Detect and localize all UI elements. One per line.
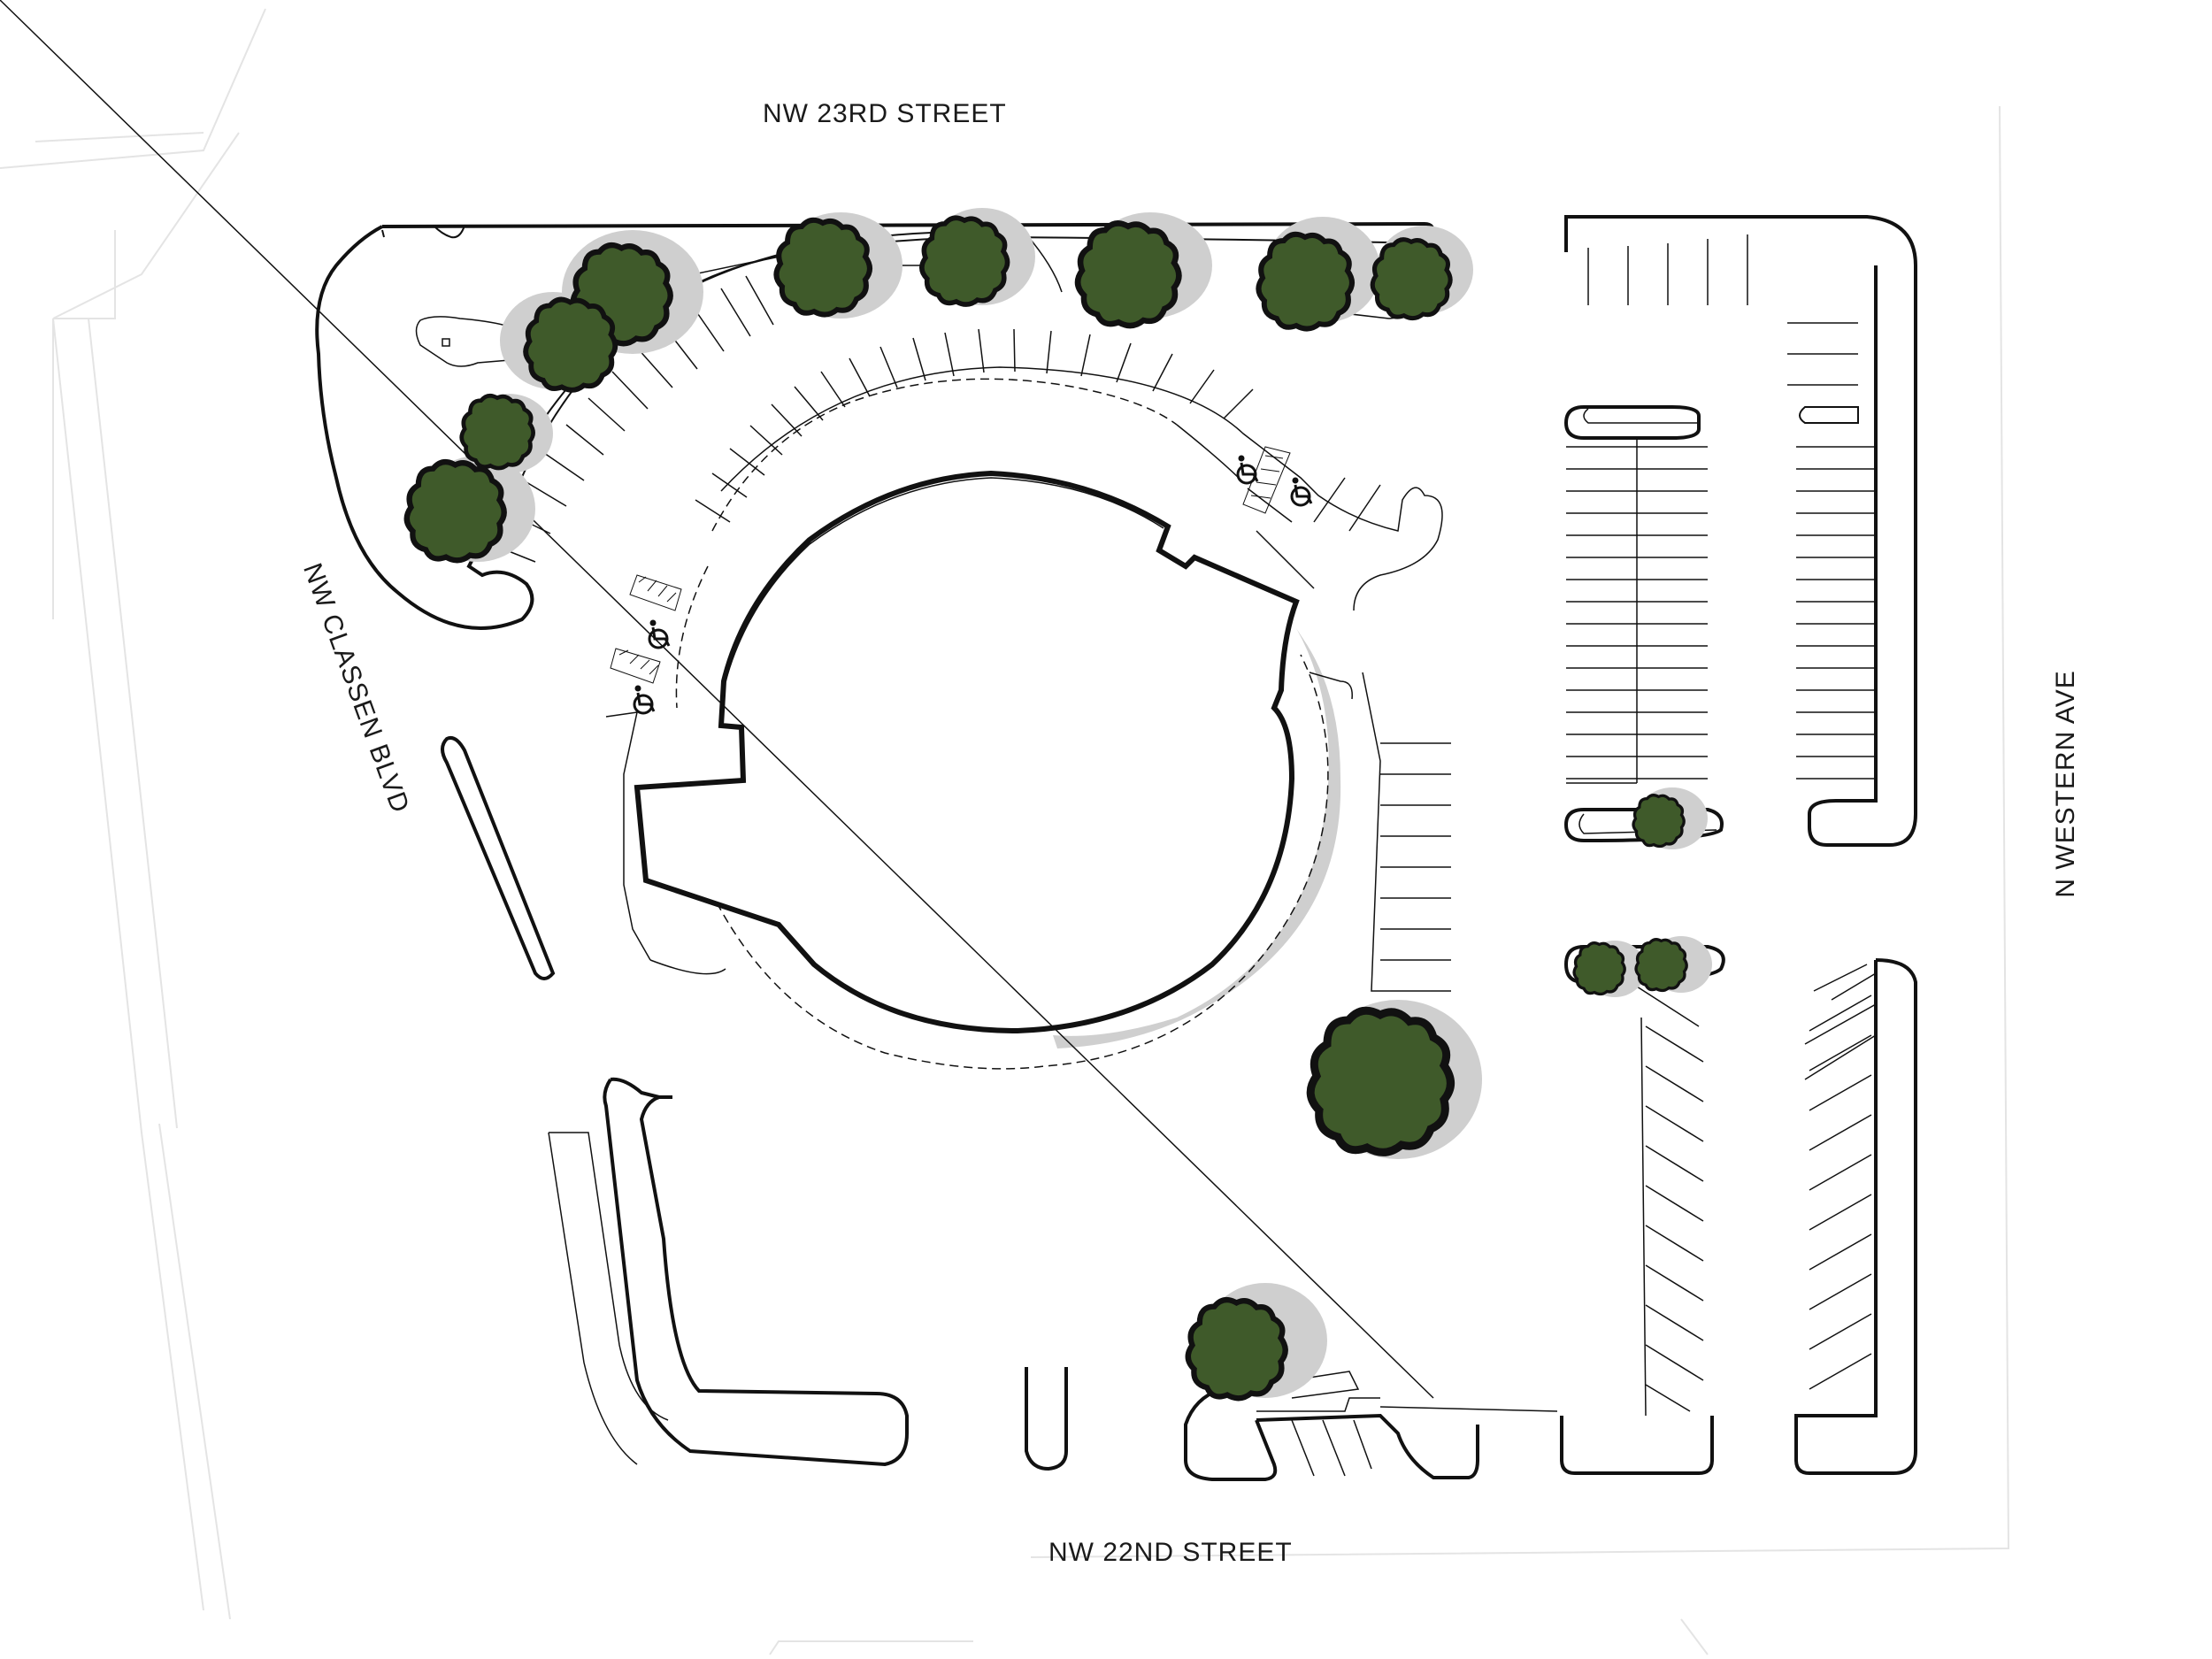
tree-canopy-icon (1188, 1300, 1286, 1398)
south-frontage (548, 1077, 1558, 1481)
street-label-south: NW 22ND STREET (1048, 1538, 1293, 1567)
tree-canopy-icon (1310, 1010, 1450, 1152)
tree-canopy-icon (407, 462, 504, 560)
surrounding-context (0, 8, 2010, 1655)
east-building-parking (1309, 672, 1451, 992)
west-plaza (441, 711, 726, 980)
southeast-parking-lot (0, 0, 1917, 1475)
building-inner-ring (725, 477, 1164, 682)
north-arc-parking (490, 275, 1381, 563)
tree-canopy-icon (526, 300, 615, 390)
wheelchair-icon (1236, 454, 1259, 485)
street-label-east: N WESTERN AVE (2051, 670, 2080, 898)
tree-canopy-icon (1634, 938, 1688, 993)
canopy-outline (675, 565, 1329, 1070)
tree-canopy-icon (1572, 941, 1626, 996)
wheelchair-icon (1290, 476, 1313, 507)
wheelchair-icon (633, 684, 656, 715)
building-footprint (634, 470, 1300, 1034)
tree-canopy-icon (922, 218, 1008, 304)
rotunda-aisle (610, 366, 1443, 684)
accessible-stall-hatch (610, 446, 1291, 684)
street-label-north: NW 23RD STREET (763, 99, 1007, 128)
tree-canopy-icon (1258, 234, 1352, 329)
tree-canopy-icon (462, 396, 534, 468)
tree-canopy-icon (1632, 794, 1686, 849)
tree-canopy-icon (1078, 223, 1179, 326)
northeast-parking-lot (1563, 215, 1917, 847)
tree-canopy-icon (776, 220, 870, 315)
tree-canopy-icon (1372, 240, 1450, 319)
